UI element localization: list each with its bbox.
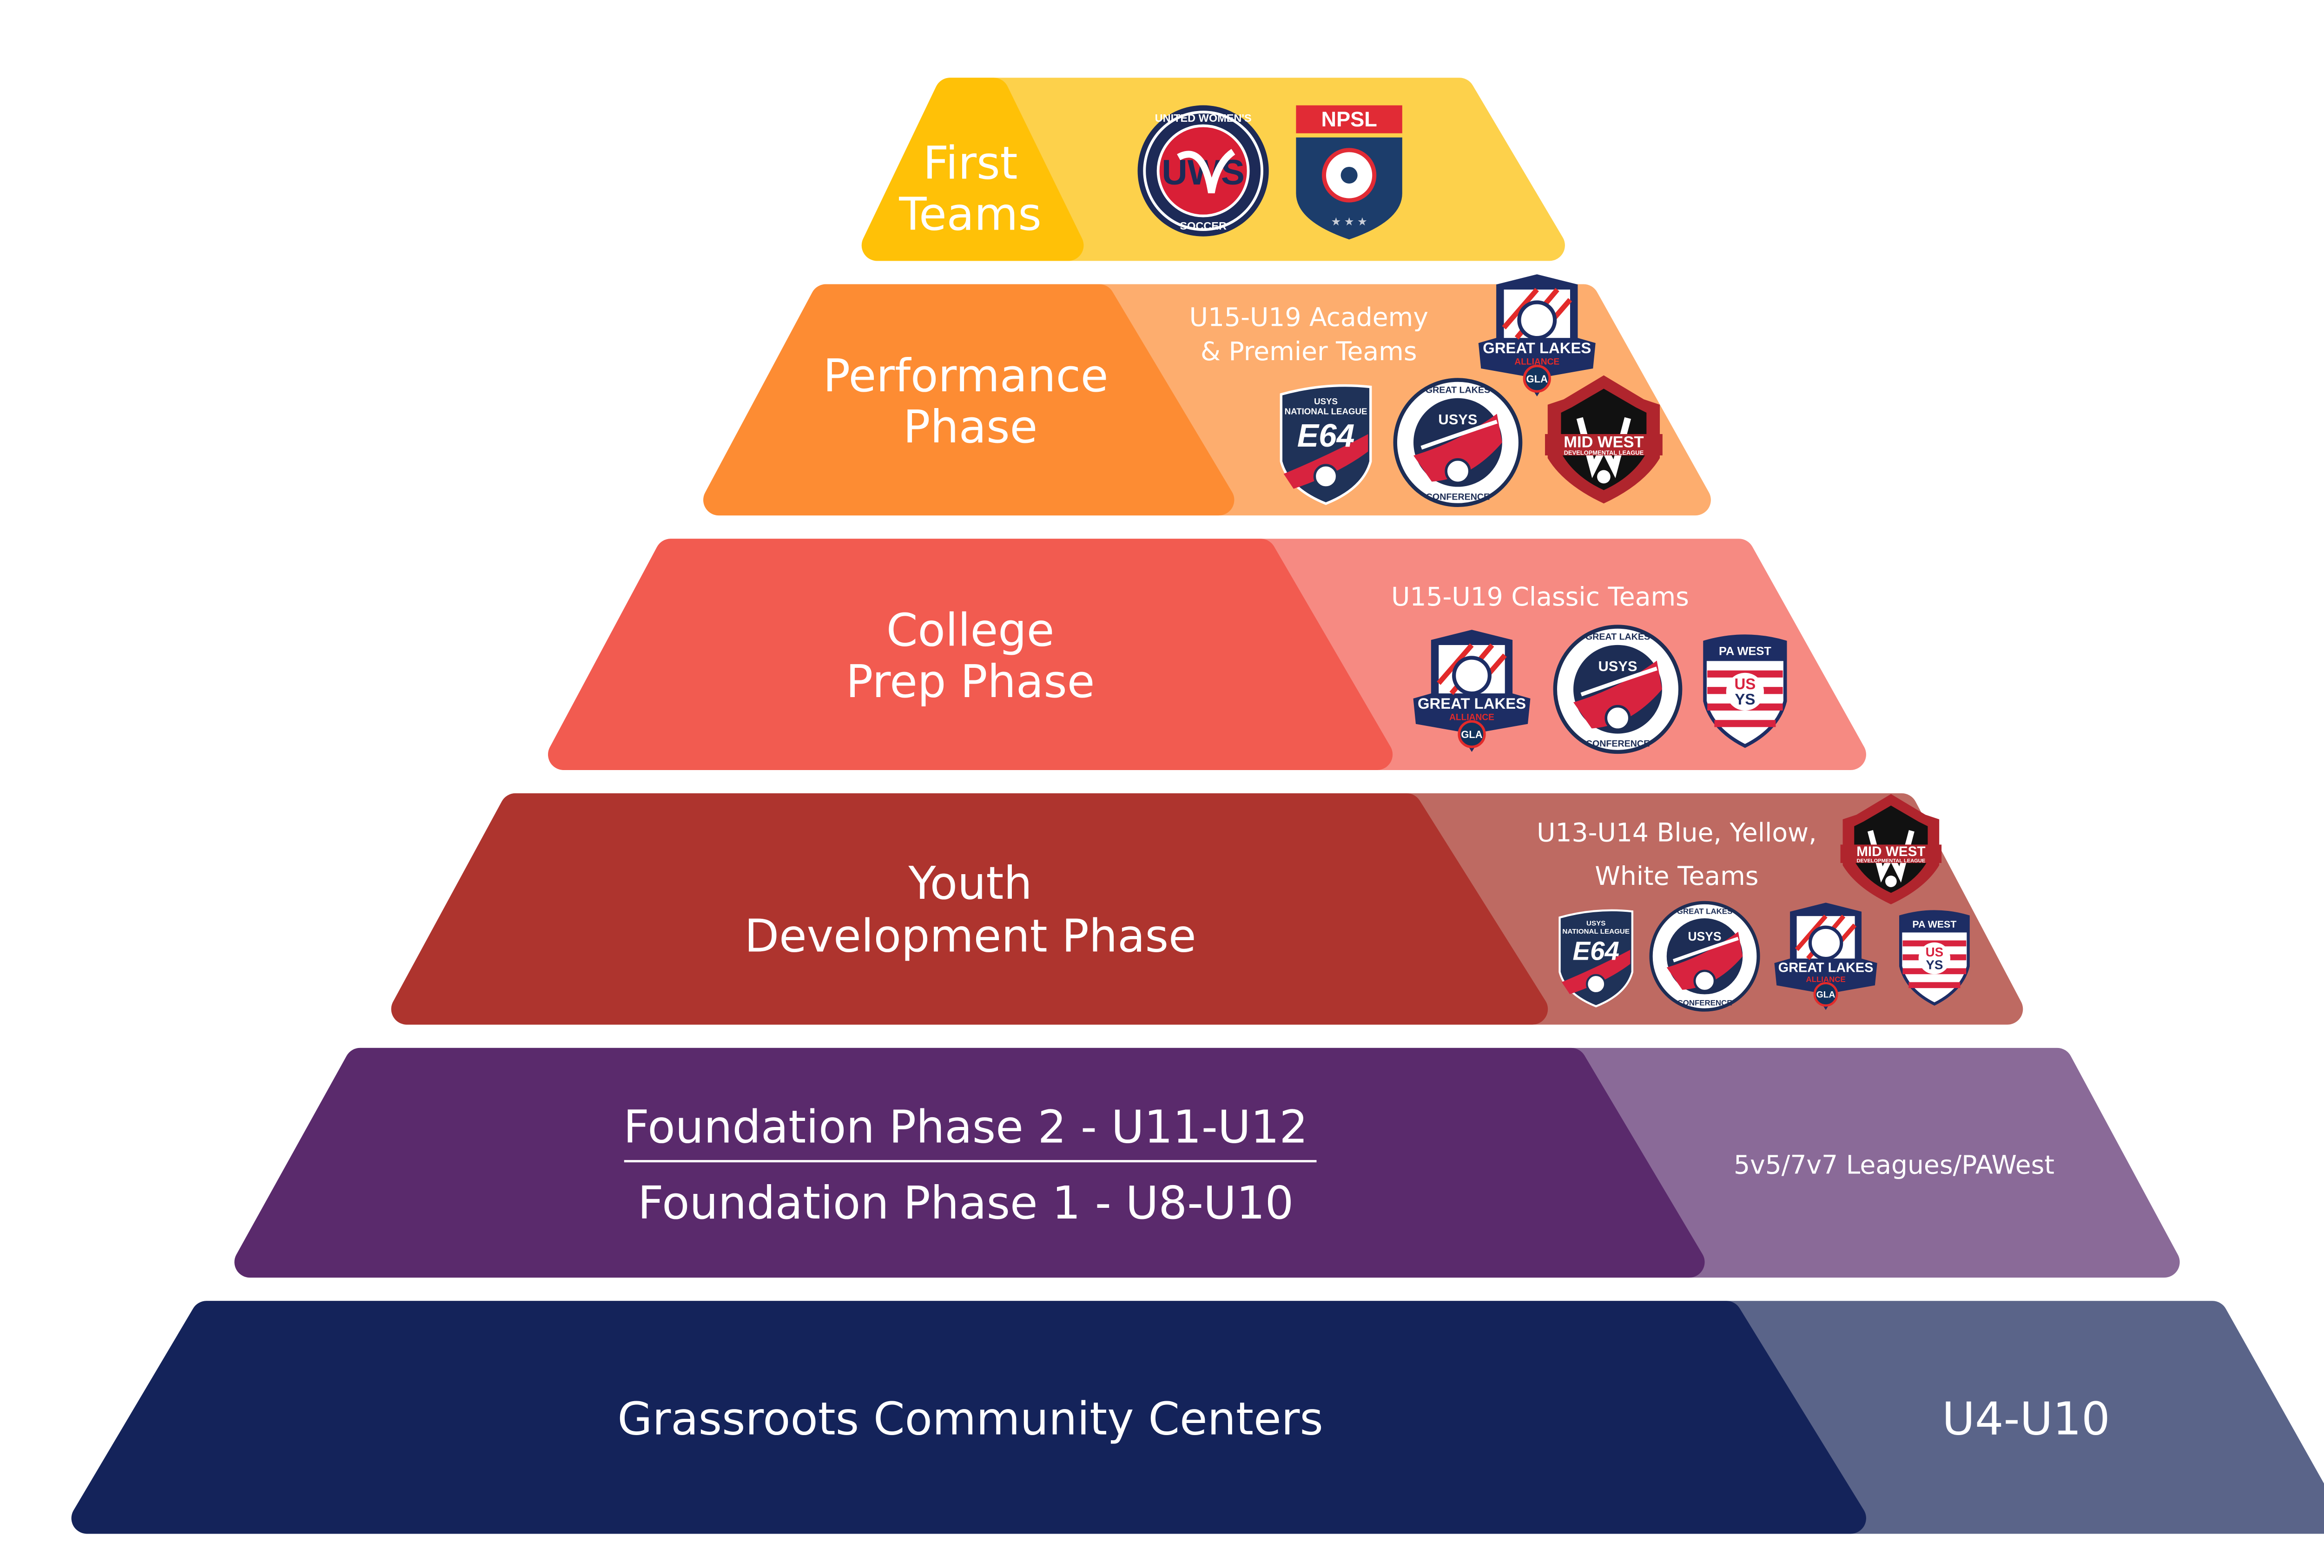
tier-title: Phase [903, 401, 1037, 453]
tier-title: Prep Phase [846, 655, 1095, 708]
tier-title: Teams [898, 188, 1041, 241]
tier-subtitle: U15-U19 Classic Teams [1391, 582, 1689, 612]
tier-subtitle: U13-U14 Blue, Yellow, [1537, 818, 1817, 848]
tier-subtitle: White Teams [1595, 861, 1758, 891]
tier-label-band [861, 78, 1084, 261]
tier-label-band [234, 1048, 1705, 1278]
tier-grassroots [71, 1301, 2324, 1534]
usys-conference-logo [1651, 903, 1758, 1010]
tier-title: First [923, 137, 1018, 189]
usys-conference-logo [1395, 380, 1520, 505]
tier-title: College [886, 604, 1054, 657]
tier-title: Grassroots Community Centers [617, 1393, 1323, 1445]
tier-title: Foundation Phase 2 - U11-U12 [623, 1101, 1308, 1153]
tier-subtitle: U4-U10 [1942, 1393, 2110, 1445]
tier-subtitle: U15-U19 Academy [1189, 303, 1428, 332]
tier-label-band [703, 284, 1235, 516]
tier-foundation-phase [234, 1048, 2180, 1278]
e64-logo [1560, 910, 1632, 1007]
tier-title: Youth [908, 857, 1032, 909]
tier-label-band [71, 1301, 1866, 1534]
tier-title: Development Phase [745, 910, 1196, 962]
uws-logo [1138, 105, 1269, 237]
tier-subtitle: & Premier Teams [1201, 336, 1417, 366]
tier-title: Performance [823, 349, 1109, 402]
npsl-logo [1296, 105, 1402, 240]
tier-label-band [548, 539, 1393, 770]
e64-logo [1281, 386, 1370, 504]
tier-title: Foundation Phase 1 - U8-U10 [638, 1177, 1294, 1229]
usys-conference-logo [1555, 627, 1680, 752]
tier-subtitle: 5v5/7v7 Leagues/PAWest [1734, 1150, 2054, 1179]
tier-label-band [391, 793, 1548, 1025]
